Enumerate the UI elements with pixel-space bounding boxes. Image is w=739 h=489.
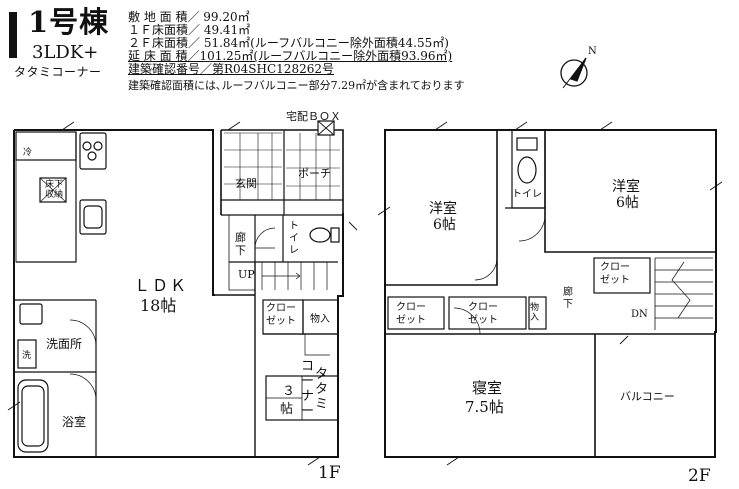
ldk-size: 18帖 (140, 296, 177, 315)
closet1-label-a: クロー (266, 303, 296, 314)
toilet-label-b: イ (289, 233, 299, 244)
floor1-plan (7, 120, 358, 466)
floor2-label: 2F (688, 466, 711, 486)
corner-label-1: コ (301, 359, 315, 374)
hall-label-b: 下 (235, 244, 246, 257)
underfloor-storage-label-a: 床下 (45, 180, 64, 190)
closet1-label-b: ゼット (266, 316, 296, 327)
bedroom-label: 寝室 (472, 379, 503, 397)
washroom-label: 洗面所 (46, 337, 83, 351)
hall-label-a: 廊 (235, 231, 246, 244)
underfloor-storage-label-b: 収納 (45, 190, 64, 200)
closet2b-label-a: クロー (396, 302, 426, 313)
porch-label: ポーチ (298, 167, 331, 180)
layout-subtitle: タタミコーナー (14, 65, 102, 79)
balcony-label: バルコニー (620, 390, 675, 403)
tatami-size-b: 帖 (280, 402, 294, 417)
permit-number: 建築確認番号／第R04SHC128262号 (128, 62, 334, 76)
closet2c-label-a: クロー (468, 302, 498, 313)
delivery-box-label: 宅配ＢＯＸ (286, 110, 341, 123)
compass-north-label: N (588, 46, 597, 57)
closet2a-label-b: ゼット (600, 275, 630, 286)
hall2-label-b: 下 (563, 299, 573, 310)
stairs-up-label: UP (238, 268, 255, 281)
bath-label: 浴室 (62, 415, 87, 429)
building-title: 1号棟 (28, 5, 110, 39)
storage1-label: 物入 (310, 314, 330, 325)
floor2-plan (377, 121, 723, 466)
corner-label-4: ー (301, 404, 315, 419)
corner-label-3: ナ (301, 389, 315, 404)
entrance-label: 玄関 (235, 177, 257, 190)
floor2-area: ２Ｆ床面積／ 51.84㎡(ルーフバルコニー除外面積44.55㎡) (128, 36, 449, 50)
bedroom-size: 7.5帖 (465, 398, 504, 416)
title-bar-mark (9, 12, 17, 58)
closet2a-label-a: クロー (600, 262, 630, 273)
western-room2-label: 洋室 (612, 179, 640, 195)
toilet2-label: トイレ (512, 189, 542, 200)
tatami-label-1: タ (315, 367, 329, 382)
tatami-label-2: タ (315, 382, 329, 397)
floor1-label: 1F (318, 463, 341, 483)
washer-label: 洗 (22, 351, 32, 361)
western-room2-size: 6帖 (616, 195, 639, 211)
fridge-label: 冷 (23, 148, 33, 158)
storage2-label: 物入 (530, 303, 540, 323)
floor1-area: １Ｆ床面積／ 49.41㎡ (128, 23, 251, 37)
ldk-label: ＬＤＫ (134, 276, 189, 295)
toilet-label-c: レ (289, 245, 299, 256)
western-room1-label: 洋室 (429, 201, 457, 217)
stairs-down-label: DN (631, 309, 648, 320)
total-area: 延 床 面 積／101.25㎡(ルーフバルコニー除外面積93.96㎡) (128, 49, 453, 63)
closet2b-label-b: ゼット (396, 315, 426, 326)
area-note: 建築確認面積には､ルーフバルコニー部分7.29㎡が含まれております (128, 79, 465, 92)
hall2-label-a: 廊 (563, 287, 573, 298)
tatami-label-3: ミ (315, 397, 329, 412)
western-room1-size: 6帖 (433, 217, 456, 233)
closet2c-label-b: ゼット (468, 315, 498, 326)
site-area: 敷 地 面 積／ 99.20㎡ (128, 10, 250, 24)
tatami-size-a: ３ (282, 384, 296, 399)
layout-label: 3LDK+ (32, 42, 99, 63)
compass-icon (560, 57, 588, 89)
corner-label-2: ー (301, 374, 315, 389)
toilet-label-a: ト (289, 221, 299, 232)
